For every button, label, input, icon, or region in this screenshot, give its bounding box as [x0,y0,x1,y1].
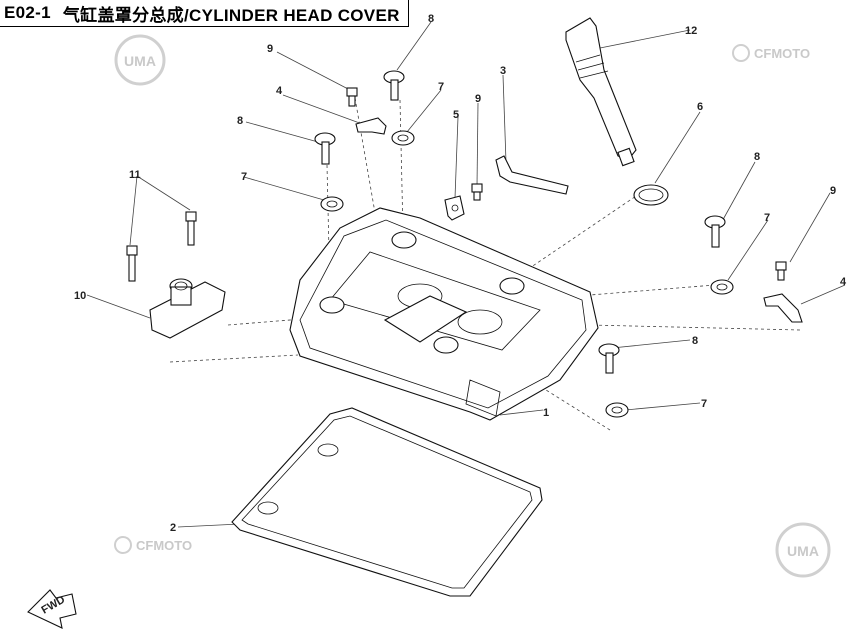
callout-5: 5 [453,109,459,121]
bolt-9-b [471,183,483,201]
callout-1: 1 [543,407,549,419]
washer-7-c [710,279,734,295]
callout-9c: 9 [830,185,836,197]
callout-9a: 9 [267,43,273,55]
bracket-4-b [763,293,803,323]
callout-11: 11 [129,169,141,181]
uma-watermark-top: UMA [114,34,166,86]
flange-bolt-8-c [704,215,726,248]
breather-clip [495,155,569,195]
diagram-title: 气缸盖罩分总成/CYLINDER HEAD COVER [62,5,400,25]
flange-bolt-8-a [383,70,405,101]
svg-text:UMA: UMA [124,53,156,69]
callout-7d: 7 [701,398,707,410]
bolt-11-b [126,245,138,282]
cfmoto-watermark-bottom: CFMOTO [114,536,192,554]
bolt-9-a [346,87,358,107]
spark-plug-seal-ring [633,184,669,206]
bolt-9-c [775,261,787,281]
leader-lines [86,21,846,528]
callout-4: 4 [276,85,283,97]
cover-gasket [231,407,543,597]
callout-12: 12 [685,25,697,37]
diagram-code: E02-1 [4,3,51,22]
washer-7-b [320,196,344,212]
callout-labels: 1 2 3 4 4 5 6 7 7 7 7 8 8 8 8 9 9 9 10 1… [74,13,847,534]
flange-bolt-8-b [314,132,336,165]
washer-7-d [605,402,629,418]
cfmoto-watermark-top: CFMOTO [732,44,810,62]
callout-8d: 8 [692,335,698,347]
callout-8c: 8 [754,151,760,163]
callout-10: 10 [74,290,86,302]
callout-8a: 8 [428,13,434,25]
cylinder-head-cover [289,207,599,421]
callout-7a: 7 [438,81,444,93]
forward-arrow: FWD [27,589,77,629]
callout-2: 2 [170,522,176,534]
callout-7b: 7 [241,171,247,183]
diagram-title-box: E02-1 气缸盖罩分总成/CYLINDER HEAD COVER [0,0,409,27]
uma-watermark-bottom: UMA [775,522,831,578]
callout-9b: 9 [475,93,481,105]
ignition-coil [565,17,637,167]
callout-8b: 8 [237,115,243,127]
bolt-11-a [185,211,197,246]
callout-7c: 7 [764,212,770,224]
svg-text:UMA: UMA [787,543,819,559]
washer-7-a [391,130,415,146]
svg-text:CFMOTO: CFMOTO [136,538,192,553]
callout-3: 3 [500,65,506,77]
flange-bolt-8-d [598,343,620,374]
bracket-4-a [355,117,387,135]
callout-4b: 4 [840,276,847,288]
breather-cover [149,278,226,339]
callout-6: 6 [697,101,703,113]
small-bracket [444,195,465,221]
svg-text:CFMOTO: CFMOTO [754,46,810,61]
